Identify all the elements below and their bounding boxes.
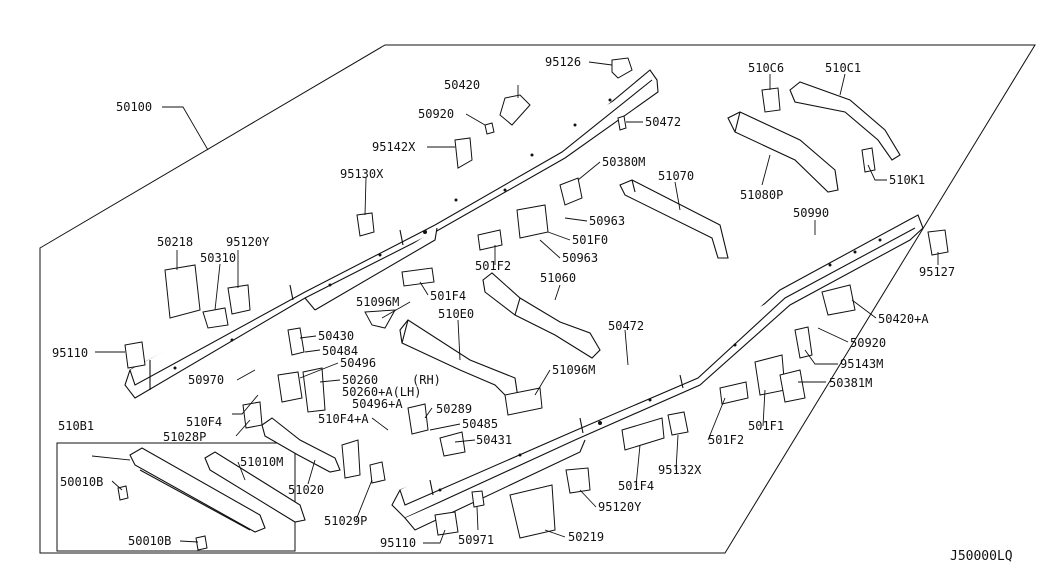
cross-member-51060 [482,272,601,359]
callout-501f4: 501F4 [430,289,466,303]
callout-50420a: 50420+A [878,312,929,326]
callout-50990: 50990 [793,206,829,220]
callout-50218: 50218 [157,235,193,249]
callout-50380m: 50380M [602,155,645,169]
callout-95132x: 95132X [658,463,702,477]
callout-50219: 50219 [568,530,604,544]
callout-510f4: 510F4 [186,415,222,429]
callout-95127: 95127 [919,265,955,279]
callout-95110-b: 95110 [380,536,416,550]
callout-51028p: 51028P [163,430,206,444]
sheet-outline [39,44,1036,554]
callout-50484: 50484 [322,344,358,358]
callout-51029p: 51029P [324,514,367,528]
frame-rail-right [391,214,924,531]
callout-50970: 50970 [188,373,224,387]
callout-50260-rh: (RH) [412,373,441,387]
callout-50310: 50310 [200,251,236,265]
callout-51010m: 51010M [240,455,283,469]
callout-51020: 51020 [288,483,324,497]
callout-501f1: 501F1 [748,419,784,433]
callout-50496a: 50496+A [352,397,403,411]
callout-510f4a: 510F4+A [318,412,369,426]
callout-labels: 50100 95126 50420 50920 50472 95142X 951… [52,55,955,550]
diagram-code: J50000LQ [950,549,1013,564]
callout-95130x: 95130X [340,167,384,181]
bumper-51010M [204,451,306,523]
callout-51096m: 51096M [356,295,399,309]
callout-50420: 50420 [444,78,480,92]
frame-rail-left [124,69,659,399]
callout-51060: 51060 [540,271,576,285]
callout-50963: 50963 [589,214,625,228]
callout-501f2-b: 501F2 [708,433,744,447]
callout-501f2: 501F2 [475,259,511,273]
callout-50100: 50100 [116,100,152,114]
callout-50485: 50485 [462,417,498,431]
callout-50963-b: 50963 [562,251,598,265]
callout-50472-b: 50472 [608,319,644,333]
callout-51080p: 51080P [740,188,783,202]
cross-member-51080P [727,111,839,193]
frame-rail-left-holes [173,98,612,370]
callout-51096m-b: 51096M [552,363,595,377]
cross-member-51070 [619,179,729,259]
sub-assembly-box [56,442,296,552]
callout-95120y: 95120Y [226,235,270,249]
callout-510k1: 510K1 [889,173,925,187]
small-parts [117,57,949,551]
leader-lines [91,61,939,544]
callout-95110: 95110 [52,346,88,360]
callout-510c6: 510C6 [748,61,784,75]
frame-rail-right-holes [438,238,882,492]
callout-95126: 95126 [545,55,581,69]
callout-501f4-b: 501F4 [618,479,654,493]
callout-50971: 50971 [458,533,494,547]
cross-member-51020 [261,417,341,473]
cross-member-510C1 [789,81,901,161]
callout-95143m: 95143M [840,357,883,371]
callout-51070: 51070 [658,169,694,183]
bumper-510B1 [129,447,266,533]
callout-50010b: 50010B [60,475,103,489]
callout-50381m: 50381M [829,376,872,390]
callout-50289: 50289 [436,402,472,416]
callout-50431: 50431 [476,433,512,447]
callout-50010b-b: 50010B [128,534,171,548]
callout-510b1: 510B1 [58,419,94,433]
callout-50496: 50496 [340,356,376,370]
callout-510e0: 510E0 [438,307,474,321]
callout-95120y-b: 95120Y [598,500,642,514]
callout-501f0: 501F0 [572,233,608,247]
callout-50472: 50472 [645,115,681,129]
callout-50430: 50430 [318,329,354,343]
callout-95142x: 95142X [372,140,416,154]
callout-50260: 50260 [342,373,378,387]
callout-50260a: 50260+A(LH) [342,385,421,399]
callout-510c1: 510C1 [825,61,861,75]
callout-50920: 50920 [418,107,454,121]
callout-50920-b: 50920 [850,336,886,350]
